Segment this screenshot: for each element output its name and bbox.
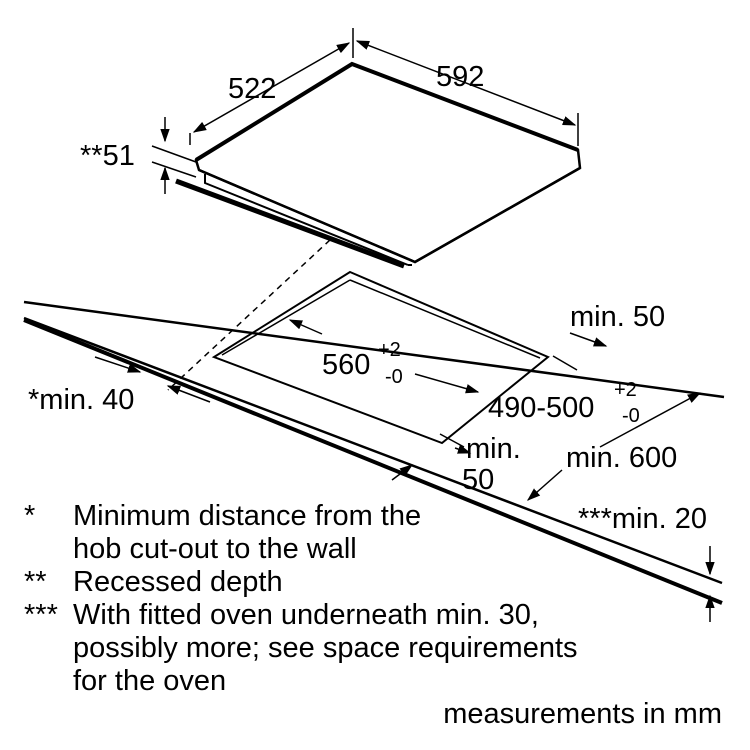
hob-front-left-edge — [198, 166, 581, 264]
footnote-3-text: With fitted oven underneath min. 30, pos… — [73, 599, 578, 698]
alignment-dashed-line — [167, 239, 331, 391]
label-wall-distance: *min. 40 — [28, 384, 134, 416]
dim-worktop-depth — [526, 392, 702, 501]
label-front-clearance-1: min. — [466, 433, 521, 465]
label-cutout-width-tol-plus: +2 — [378, 339, 401, 361]
cutout — [211, 270, 550, 445]
dim-hob-depth — [189, 28, 354, 145]
dim-front-clearance — [391, 444, 472, 481]
dim-522-line — [192, 42, 351, 133]
label-cutout-width: 560 — [322, 349, 370, 381]
worktop-front-top-edge — [23, 316, 723, 585]
footnote-1-marker: * — [24, 500, 36, 532]
label-back-clearance: min. 50 — [570, 301, 665, 333]
label-recess-depth: **51 — [80, 140, 135, 172]
cutout-inner-edge — [221, 279, 541, 359]
label-cutout-depth-tol-plus: +2 — [614, 379, 637, 401]
label-worktop-thickness: ***min. 20 — [578, 503, 707, 535]
dim-back-clearance-arrow — [569, 332, 608, 347]
worktop-back-edge — [23, 300, 725, 399]
footnote-3-line-2: possibly more; see space requirements — [73, 632, 578, 664]
label-front-clearance-2: 50 — [462, 464, 494, 496]
label-cutout-width-tol-minus: -0 — [385, 366, 403, 388]
label-cutout-depth-tol-minus: -0 — [622, 405, 640, 427]
hob-base — [204, 174, 412, 266]
footnote-1: * Minimum distance from the hob cut-out … — [24, 500, 724, 566]
footnotes: * Minimum distance from the hob cut-out … — [24, 500, 724, 698]
label-worktop-depth: min. 600 — [566, 442, 677, 474]
cutout-outline — [211, 270, 550, 445]
label-hob-width: 592 — [436, 61, 484, 93]
dim-hob-width — [355, 40, 579, 146]
dim-cutout-width — [288, 319, 480, 394]
dim-recess — [151, 117, 197, 194]
label-cutout-depth: 490-500 — [488, 392, 594, 424]
footnote-2: ** Recessed depth — [24, 566, 724, 599]
dim-wall-distance — [94, 356, 211, 403]
hob-underside-line — [175, 178, 405, 269]
footnote-3-marker: *** — [24, 599, 58, 631]
footnote-2-marker: ** — [24, 566, 47, 598]
dim-592-line — [355, 40, 577, 126]
footnote-1-line-1: Minimum distance from the — [73, 500, 422, 532]
footnote-1-line-2: hob cut-out to the wall — [73, 533, 357, 565]
footnote-3: *** With fitted oven underneath min. 30,… — [24, 599, 724, 698]
footnote-1-text: Minimum distance from the hob cut-out to… — [73, 500, 421, 566]
footnote-3-line-3: for the oven — [73, 665, 227, 697]
footnote-2-line-1: Recessed depth — [73, 566, 283, 598]
label-hob-depth: 522 — [228, 73, 276, 105]
units-note: measurements in mm — [443, 698, 722, 730]
footnote-3-line-1: With fitted oven underneath min. 30, — [73, 599, 539, 631]
